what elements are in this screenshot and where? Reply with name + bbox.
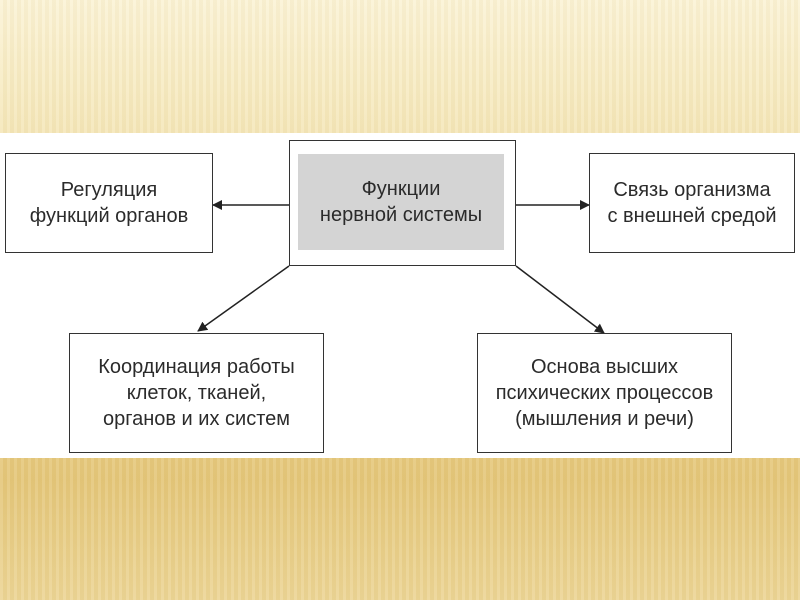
node-regulation: Регуляция функций органов [5,153,213,253]
node-environment-link: Связь организма с внешней средой [589,153,795,253]
center-node-label: Функции нервной системы [298,154,504,250]
center-node: Функции нервной системы [289,140,516,266]
node-higher-processes: Основа высших психических процессов (мыш… [477,333,732,453]
node-coordination: Координация работы клеток, тканей, орган… [69,333,324,453]
